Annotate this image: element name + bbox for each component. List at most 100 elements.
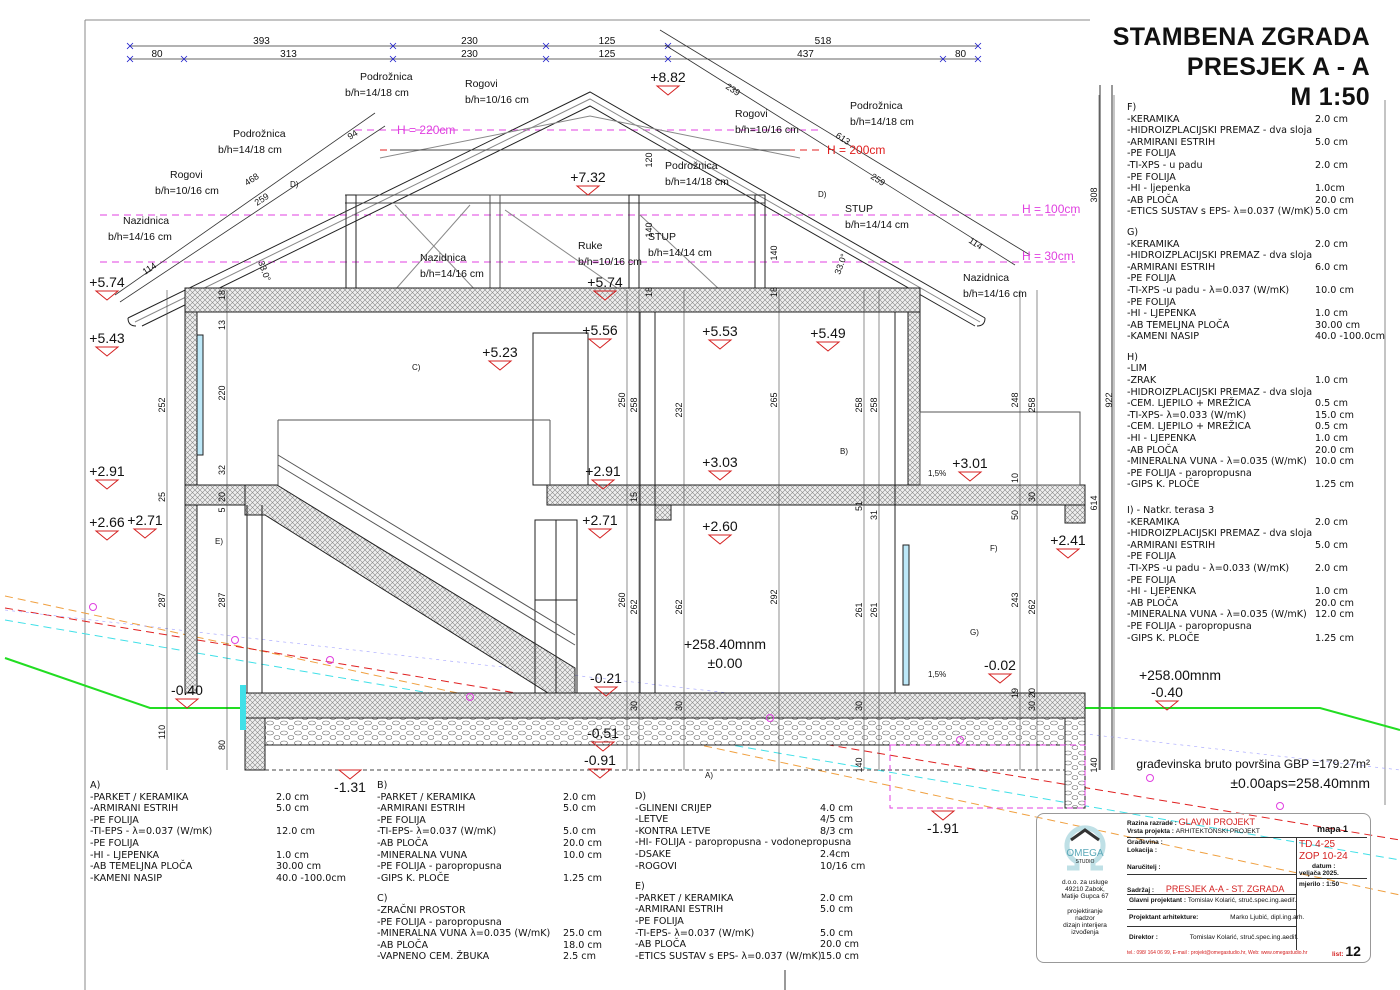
slant-dimension: 239 bbox=[724, 81, 742, 98]
spec-layer: -PE FOLIJA bbox=[1127, 148, 1176, 160]
elevation-label: +5.49 bbox=[810, 325, 846, 341]
list-label: list: bbox=[1332, 951, 1344, 958]
spec-layer: -MINERALNA VUNA λ=0.035 (W/mK) bbox=[377, 928, 551, 940]
spec-layer: -TI-EPS- λ=0.037 (W/mK) bbox=[377, 826, 497, 838]
spec-layer: -CEM. LJEPILO + MREŽICA bbox=[1127, 421, 1251, 433]
vertical-dimension: 30 bbox=[854, 701, 864, 711]
elevation-label: -1.31 bbox=[334, 779, 366, 795]
spec-layer: -HIDROIZPLACIJSKI PREMAZ - dva sloja bbox=[1127, 250, 1313, 262]
survey-point-icon bbox=[326, 656, 334, 664]
spec-thickness: 12.0 cm bbox=[276, 826, 316, 838]
member-name: STUP bbox=[845, 203, 873, 215]
vertical-dimension: 30 bbox=[1027, 701, 1037, 711]
dimension-line bbox=[659, 29, 1031, 256]
dimension-bottom: 230 bbox=[461, 49, 478, 60]
zop-number: ZOP 10-24 bbox=[1299, 851, 1348, 862]
spec-layer: -HI - LJEPENKA bbox=[90, 849, 160, 861]
slope-label: 1,5% bbox=[928, 469, 946, 478]
gradevina-label: Građevina : bbox=[1127, 839, 1163, 846]
spec-thickness: 1.25 cm bbox=[1315, 632, 1355, 644]
spec-layer: -AB PLOČA bbox=[377, 939, 429, 951]
survey-point-icon bbox=[89, 603, 97, 611]
vertical-dimension: 30 bbox=[629, 701, 639, 711]
spec-layer: -ETICS SUSTAV s EPS- λ=0.037 (W/mK) bbox=[1127, 206, 1314, 218]
vertical-dimension: 262 bbox=[674, 599, 684, 614]
spec-thickness: 20.0 cm bbox=[820, 939, 860, 951]
vertical-dimension: 15 bbox=[629, 492, 639, 502]
vertical-dimension: 258 bbox=[854, 397, 864, 412]
spec-thickness: 5.0 cm bbox=[820, 904, 853, 916]
member-spec: b/h=14/14 cm bbox=[845, 219, 909, 231]
spec-row: -ETICS SUSTAV s EPS- λ=0.037 (W/mK)15.0 … bbox=[635, 951, 895, 963]
vertical-dimension: 261 bbox=[869, 602, 879, 617]
spec-thickness: 6.0 cm bbox=[1315, 261, 1348, 273]
member-name: Podrožnica bbox=[233, 128, 286, 140]
spec-layer: -AB PLOČA bbox=[635, 939, 687, 951]
spec-layer: -HIDROIZPLACIJSKI PREMAZ - dva sloja bbox=[1127, 125, 1313, 137]
member-name: Podrožnica bbox=[360, 71, 413, 83]
spec-row: -PE FOLIJA bbox=[1127, 575, 1387, 587]
spec-layer: -HIDROIZPLACIJSKI PREMAZ - dva sloja bbox=[1127, 386, 1313, 398]
height-line-label: H = 220cm bbox=[397, 123, 455, 137]
direktor-label: Direktor : bbox=[1129, 934, 1158, 941]
spec-row: -PE FOLIJA bbox=[90, 838, 370, 850]
narucitelj-label: Naručitelj : bbox=[1127, 864, 1161, 871]
spec-row: -HIDROIZPLACIJSKI PREMAZ - dva sloja bbox=[1127, 125, 1387, 137]
spec-thickness: 20.0 cm bbox=[1315, 597, 1355, 609]
spec-row: -PE FOLIJA bbox=[1127, 172, 1387, 184]
spec-thickness: 20.0 cm bbox=[1315, 444, 1355, 456]
elevation-label: +3.01 bbox=[952, 455, 988, 471]
spec-heading: C) bbox=[377, 893, 388, 905]
dimension-top: 125 bbox=[599, 36, 616, 47]
dimension-tick bbox=[939, 55, 947, 63]
dimension-bottom: 313 bbox=[280, 49, 297, 60]
spec-layer: -ZRAK bbox=[1127, 375, 1157, 387]
spec-heading: I) - Natkr. terasa 3 bbox=[1127, 505, 1215, 516]
elevation-marker-icon bbox=[593, 686, 619, 697]
survey-point-icon bbox=[1146, 774, 1154, 782]
dimension-tick bbox=[126, 42, 134, 50]
list-number: 12 bbox=[1345, 943, 1361, 959]
spec-row: -PE FOLIJA bbox=[1127, 297, 1387, 309]
elevation-marker-icon bbox=[94, 479, 120, 490]
dimension-tick bbox=[542, 55, 550, 63]
sadrzaj-value: PRESJEK A-A - ST. ZGRADA bbox=[1165, 884, 1285, 894]
spec-thickness: 30.00 cm bbox=[276, 861, 322, 873]
pit bbox=[889, 744, 1086, 809]
slope-label: 1,5% bbox=[928, 670, 946, 679]
elevation-marker-icon bbox=[132, 528, 158, 539]
spec-layer: -PE FOLIJA bbox=[90, 814, 139, 826]
spec-thickness: 4/5 cm bbox=[820, 814, 854, 826]
spec-layer: -ARMIRANI ESTRIH bbox=[1127, 261, 1216, 273]
vertical-dimension: 31 bbox=[869, 510, 879, 520]
arh-label: Projektant arhitekture: bbox=[1129, 914, 1199, 921]
drawing-title: STAMBENA ZGRADA PRESJEK A - A M 1:50 bbox=[1113, 22, 1370, 112]
spec-thickness: 2.0 cm bbox=[820, 892, 853, 904]
member-spec: b/h=14/18 cm bbox=[218, 144, 282, 156]
razina-value: GLAVNI PROJEKT bbox=[1178, 817, 1256, 827]
building-structure bbox=[184, 287, 1086, 809]
vertical-dimension: 32 bbox=[217, 465, 227, 475]
stair-railing bbox=[277, 419, 576, 646]
survey-point-icon bbox=[1276, 802, 1284, 810]
elevation-label: -0.02 bbox=[984, 657, 1016, 673]
zone-tag: F) bbox=[990, 544, 998, 553]
member-name: Rogovi bbox=[465, 78, 498, 90]
spec-thickness: 12.0 cm bbox=[1315, 609, 1355, 621]
contact-line: tel.: 098/ 164 06 99, E-mail : projekt@o… bbox=[1127, 950, 1308, 956]
floor-slab-left bbox=[184, 484, 246, 506]
spec-layer: -TI-XPS -u padu - λ=0.037 (W/mK) bbox=[1127, 284, 1290, 296]
dimension-line bbox=[119, 125, 386, 303]
vertical-dimension: 10 bbox=[1010, 473, 1020, 483]
dimension-bottom: 80 bbox=[151, 49, 163, 60]
spec-layer: -KERAMIKA bbox=[1127, 238, 1180, 250]
